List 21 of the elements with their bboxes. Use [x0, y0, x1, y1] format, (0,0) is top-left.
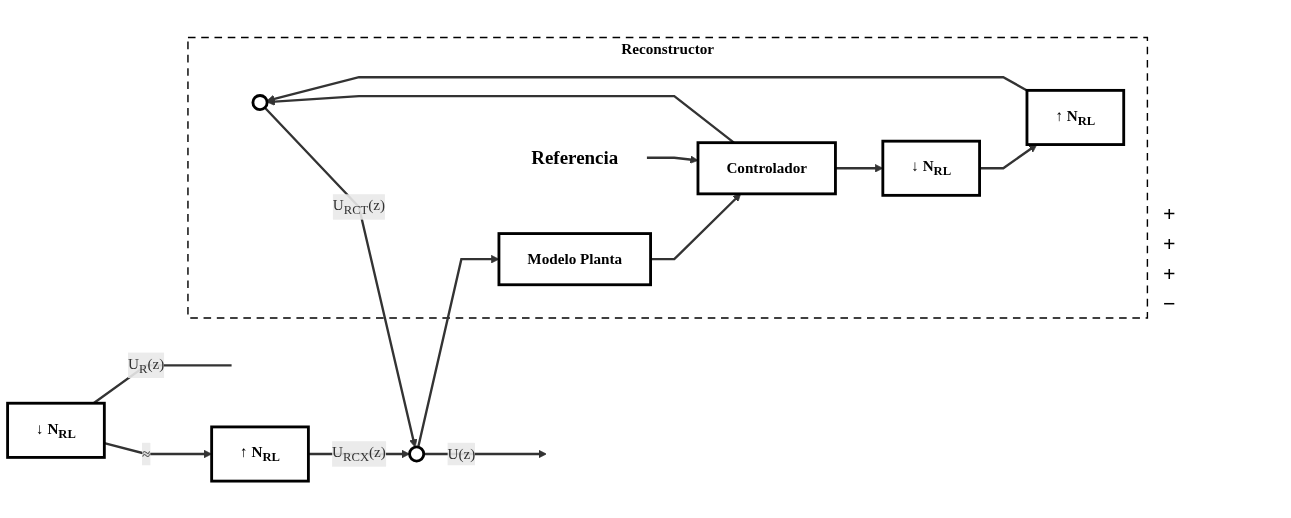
node-text: Referencia: [531, 146, 619, 168]
node-box: ↑ N$_{RL}$: [210, 425, 310, 483]
sign-label: +: [1163, 201, 1177, 227]
arrow: [264, 106, 418, 448]
node-box: ↓ N$_{RL}$: [6, 401, 106, 459]
node-circle: [251, 93, 269, 111]
edge-label: ≈: [141, 445, 151, 462]
sign-label: −: [1163, 291, 1177, 317]
node-box: Controlador: [696, 140, 837, 195]
node-box: Modelo Planta: [497, 231, 652, 286]
node-box: ↓ N$_{RL}$: [881, 139, 981, 197]
edge-label: U$_{R}$(z): [128, 354, 165, 376]
edge-label: U(z): [447, 445, 476, 462]
edge-label: U$_{RCX}$(z): [332, 443, 386, 464]
sign-label: +: [1163, 261, 1177, 287]
edge-label: U$_{RCT}$(z): [332, 196, 386, 217]
arrow: [266, 75, 1028, 103]
node-circle: [408, 445, 426, 463]
arrow: [650, 193, 742, 260]
sign-label: +: [1163, 231, 1177, 257]
node-box: ↑ N$_{RL}$: [1025, 88, 1126, 146]
